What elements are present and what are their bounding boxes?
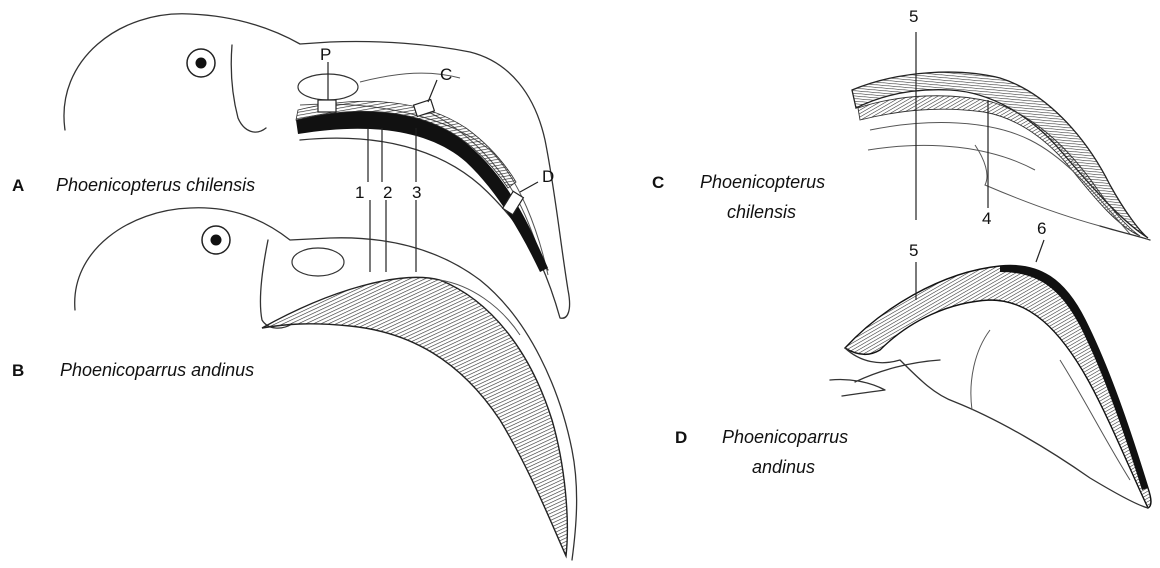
section-box-p (318, 100, 336, 112)
number-6: 6 (1037, 219, 1046, 238)
nostril-icon (292, 248, 344, 276)
label-c: C (440, 65, 452, 84)
panel-letter-c: C (652, 173, 664, 192)
species-d-line2: andinus (752, 457, 815, 477)
number-5-top: 5 (909, 7, 918, 26)
number-3: 3 (412, 183, 421, 202)
panel-letter-a: A (12, 176, 24, 195)
species-c-line2: chilensis (727, 202, 796, 222)
number-2: 2 (383, 183, 392, 202)
label-d: D (542, 167, 554, 186)
section-c: 5 4 (852, 7, 1150, 240)
number-5-mid: 5 (909, 241, 918, 260)
species-c-line1: Phoenicopterus (700, 172, 825, 192)
species-d-line1: Phoenicoparrus (722, 427, 848, 447)
head-b (75, 208, 577, 560)
panel-letter-d: D (675, 428, 687, 447)
species-b: Phoenicoparrus andinus (60, 360, 254, 380)
label-p: P (320, 45, 331, 64)
species-a: Phoenicopterus chilensis (56, 175, 255, 195)
panel-letter-b: B (12, 361, 24, 380)
number-1: 1 (355, 183, 364, 202)
number-4: 4 (982, 209, 991, 228)
section-d: 5 6 (830, 219, 1151, 508)
comparison-lines: 1 2 3 (355, 128, 421, 272)
